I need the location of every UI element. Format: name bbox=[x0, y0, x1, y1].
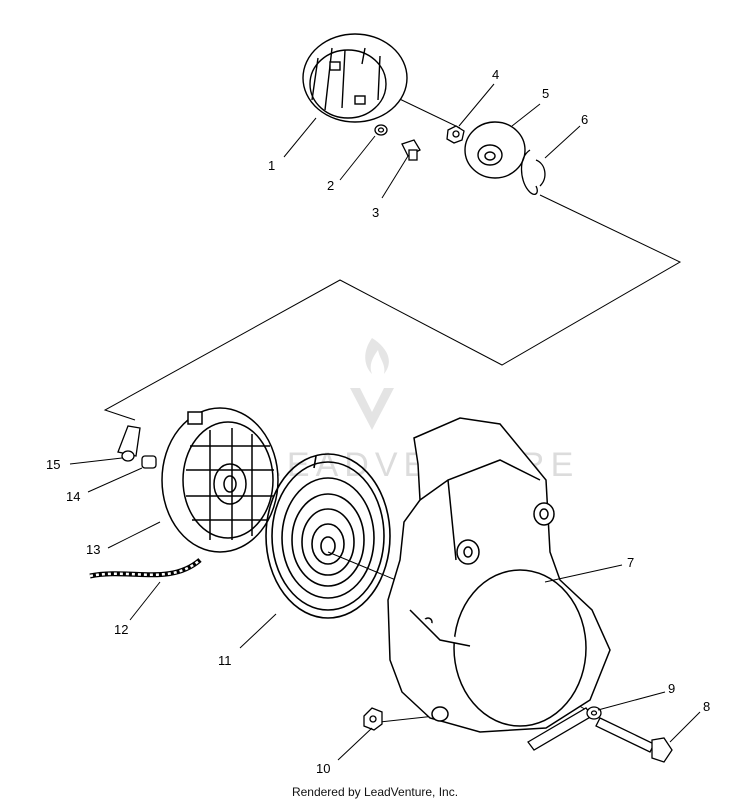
part-4-nut bbox=[446, 125, 465, 144]
callout-9: 9 bbox=[668, 681, 675, 696]
part-2-washer bbox=[374, 124, 388, 136]
callout-11: 11 bbox=[218, 653, 232, 668]
callout-8: 8 bbox=[703, 699, 710, 714]
callout-12: 12 bbox=[114, 622, 128, 637]
part-9-washer-and-bar bbox=[527, 706, 602, 751]
callout-2: 2 bbox=[327, 178, 334, 193]
rendered-by-credit: Rendered by LeadVenture, Inc. bbox=[291, 785, 459, 799]
part-14-bushing bbox=[141, 455, 157, 469]
callout-3: 3 bbox=[372, 205, 379, 220]
leader-lines bbox=[69, 83, 701, 761]
callout-labels: 1 2 3 4 5 6 7 8 9 10 11 12 13 14 15 bbox=[46, 67, 710, 776]
callout-15: 15 bbox=[46, 457, 60, 472]
part-8-bolt bbox=[595, 717, 673, 763]
callout-14: 14 bbox=[66, 489, 80, 504]
callout-1: 1 bbox=[268, 158, 275, 173]
part-7-starter-housing bbox=[387, 417, 611, 733]
part-3-bolt bbox=[401, 139, 421, 161]
callout-7: 7 bbox=[627, 555, 634, 570]
callout-13: 13 bbox=[86, 542, 100, 557]
callout-10: 10 bbox=[316, 761, 330, 776]
callout-5: 5 bbox=[542, 86, 549, 101]
part-13-recoil-pulley bbox=[161, 407, 279, 553]
part-5-pulley bbox=[464, 121, 526, 179]
callout-4: 4 bbox=[492, 67, 499, 82]
part-12-rope bbox=[89, 558, 202, 579]
callout-6: 6 bbox=[581, 112, 588, 127]
part-15-bracket bbox=[117, 425, 141, 462]
part-6-clip bbox=[520, 149, 546, 195]
part-1-drum-hub bbox=[302, 33, 408, 123]
part-10-nut bbox=[363, 707, 383, 731]
part-11-spring bbox=[265, 453, 391, 619]
